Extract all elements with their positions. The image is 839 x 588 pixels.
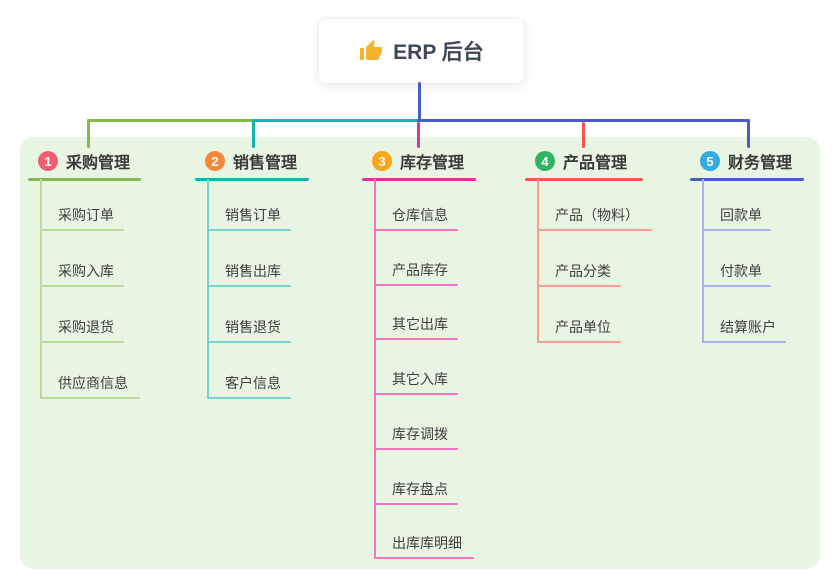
root-stem-connector	[418, 82, 421, 122]
branch-item-underline	[207, 397, 291, 399]
branch-items-connector	[537, 179, 539, 343]
branch-item: 其它入库	[392, 371, 448, 387]
branch-item: 销售订单	[225, 207, 281, 223]
connector-branch-2-drop	[252, 119, 255, 148]
branch-item-underline	[40, 229, 124, 231]
branch-header: 2 销售管理	[195, 148, 365, 174]
branch-item: 产品库存	[392, 262, 448, 278]
branch-underline	[195, 178, 309, 181]
branch-title: 产品管理	[563, 155, 628, 172]
branch-item: 供应商信息	[58, 375, 128, 391]
branch-header: 3 库存管理	[362, 148, 532, 174]
branch-item: 其它出库	[392, 316, 448, 332]
branch-item: 付款单	[720, 263, 762, 279]
branch-underline	[362, 178, 476, 181]
branch-item-underline	[374, 229, 458, 231]
branch-number-badge: 3	[372, 151, 392, 171]
branch-item-underline	[702, 341, 786, 343]
branch-underline	[28, 178, 141, 181]
branch-title: 库存管理	[400, 155, 465, 172]
branch-item: 采购退货	[58, 319, 114, 335]
branch-item-underline	[374, 503, 458, 505]
connector-branch-1-horizontal	[87, 119, 253, 122]
branch-item-underline	[207, 229, 291, 231]
branch-item-underline	[702, 229, 771, 231]
branch-underline	[690, 178, 804, 181]
root-title: ERP 后台	[393, 41, 484, 64]
branch-sales: 2 销售管理 销售订单销售出库销售退货客户信息	[195, 148, 365, 399]
branch-item-underline	[374, 448, 458, 450]
branch-title: 采购管理	[66, 155, 131, 172]
connector-branch-5-drop	[747, 119, 750, 148]
branch-item: 产品单位	[555, 319, 611, 335]
branch-number-badge: 4	[535, 151, 555, 171]
branches-background-panel	[20, 137, 820, 569]
branch-title: 财务管理	[728, 155, 793, 172]
connector-branch-4-drop	[582, 122, 585, 148]
branch-item: 采购订单	[58, 207, 114, 223]
branch-item-underline	[40, 397, 140, 399]
branch-item: 产品分类	[555, 263, 611, 279]
branch-title: 销售管理	[233, 155, 298, 172]
branch-item-underline	[374, 284, 458, 286]
branch-inventory: 3 库存管理 仓库信息产品库存其它出库其它入库库存调拨库存盘点出库库明细	[362, 148, 532, 559]
branch-item: 回款单	[720, 207, 762, 223]
branch-item-underline	[374, 557, 474, 559]
branch-item-underline	[40, 341, 124, 343]
branch-header: 5 财务管理	[690, 148, 839, 174]
branch-header: 1 采购管理	[28, 148, 198, 174]
branch-item: 销售出库	[225, 263, 281, 279]
branch-item-underline	[207, 285, 291, 287]
branch-item: 库存盘点	[392, 481, 448, 497]
branch-number-badge: 1	[38, 151, 58, 171]
branch-underline	[525, 178, 643, 181]
branch-item-underline	[374, 338, 458, 340]
branch-product: 4 产品管理 产品（物料） 产品分类产品单位	[525, 148, 695, 343]
thumbs-up-icon	[360, 40, 383, 60]
branch-item: 出库库明细	[392, 535, 462, 551]
branch-item-underline	[374, 393, 458, 395]
branch-item-underline	[702, 285, 771, 287]
branch-item: 客户信息	[225, 375, 281, 391]
branch-item: 采购入库	[58, 263, 114, 279]
root-node: ERP 后台	[318, 18, 525, 84]
branch-item: 产品（物料）	[555, 207, 639, 223]
branch-number-badge: 2	[205, 151, 225, 171]
branch-item-underline	[537, 285, 621, 287]
branch-item: 结算账户	[720, 319, 776, 335]
branch-item-underline	[537, 341, 621, 343]
branch-item-underline	[207, 341, 291, 343]
branch-finance: 5 财务管理 回款单付款单结算账户	[690, 148, 839, 343]
connector-branch-3-drop	[417, 122, 420, 148]
connector-branch-2-horizontal	[252, 119, 419, 122]
branch-number-badge: 5	[700, 151, 720, 171]
branch-purchase: 1 采购管理 采购订单采购入库采购退货供应商信息	[28, 148, 198, 399]
branch-item: 销售退货	[225, 319, 281, 335]
branch-item: 仓库信息	[392, 207, 448, 223]
connector-branch-1-drop	[87, 119, 90, 148]
branch-item-underline	[537, 229, 652, 231]
branch-items-connector	[374, 179, 376, 559]
branch-header: 4 产品管理	[525, 148, 695, 174]
branch-items-connector	[702, 179, 704, 343]
connector-branch-5-horizontal	[417, 119, 750, 122]
branch-item: 库存调拨	[392, 426, 448, 442]
branch-item-underline	[40, 285, 124, 287]
branch-items-connector	[207, 179, 209, 399]
branch-items-connector	[40, 179, 42, 399]
